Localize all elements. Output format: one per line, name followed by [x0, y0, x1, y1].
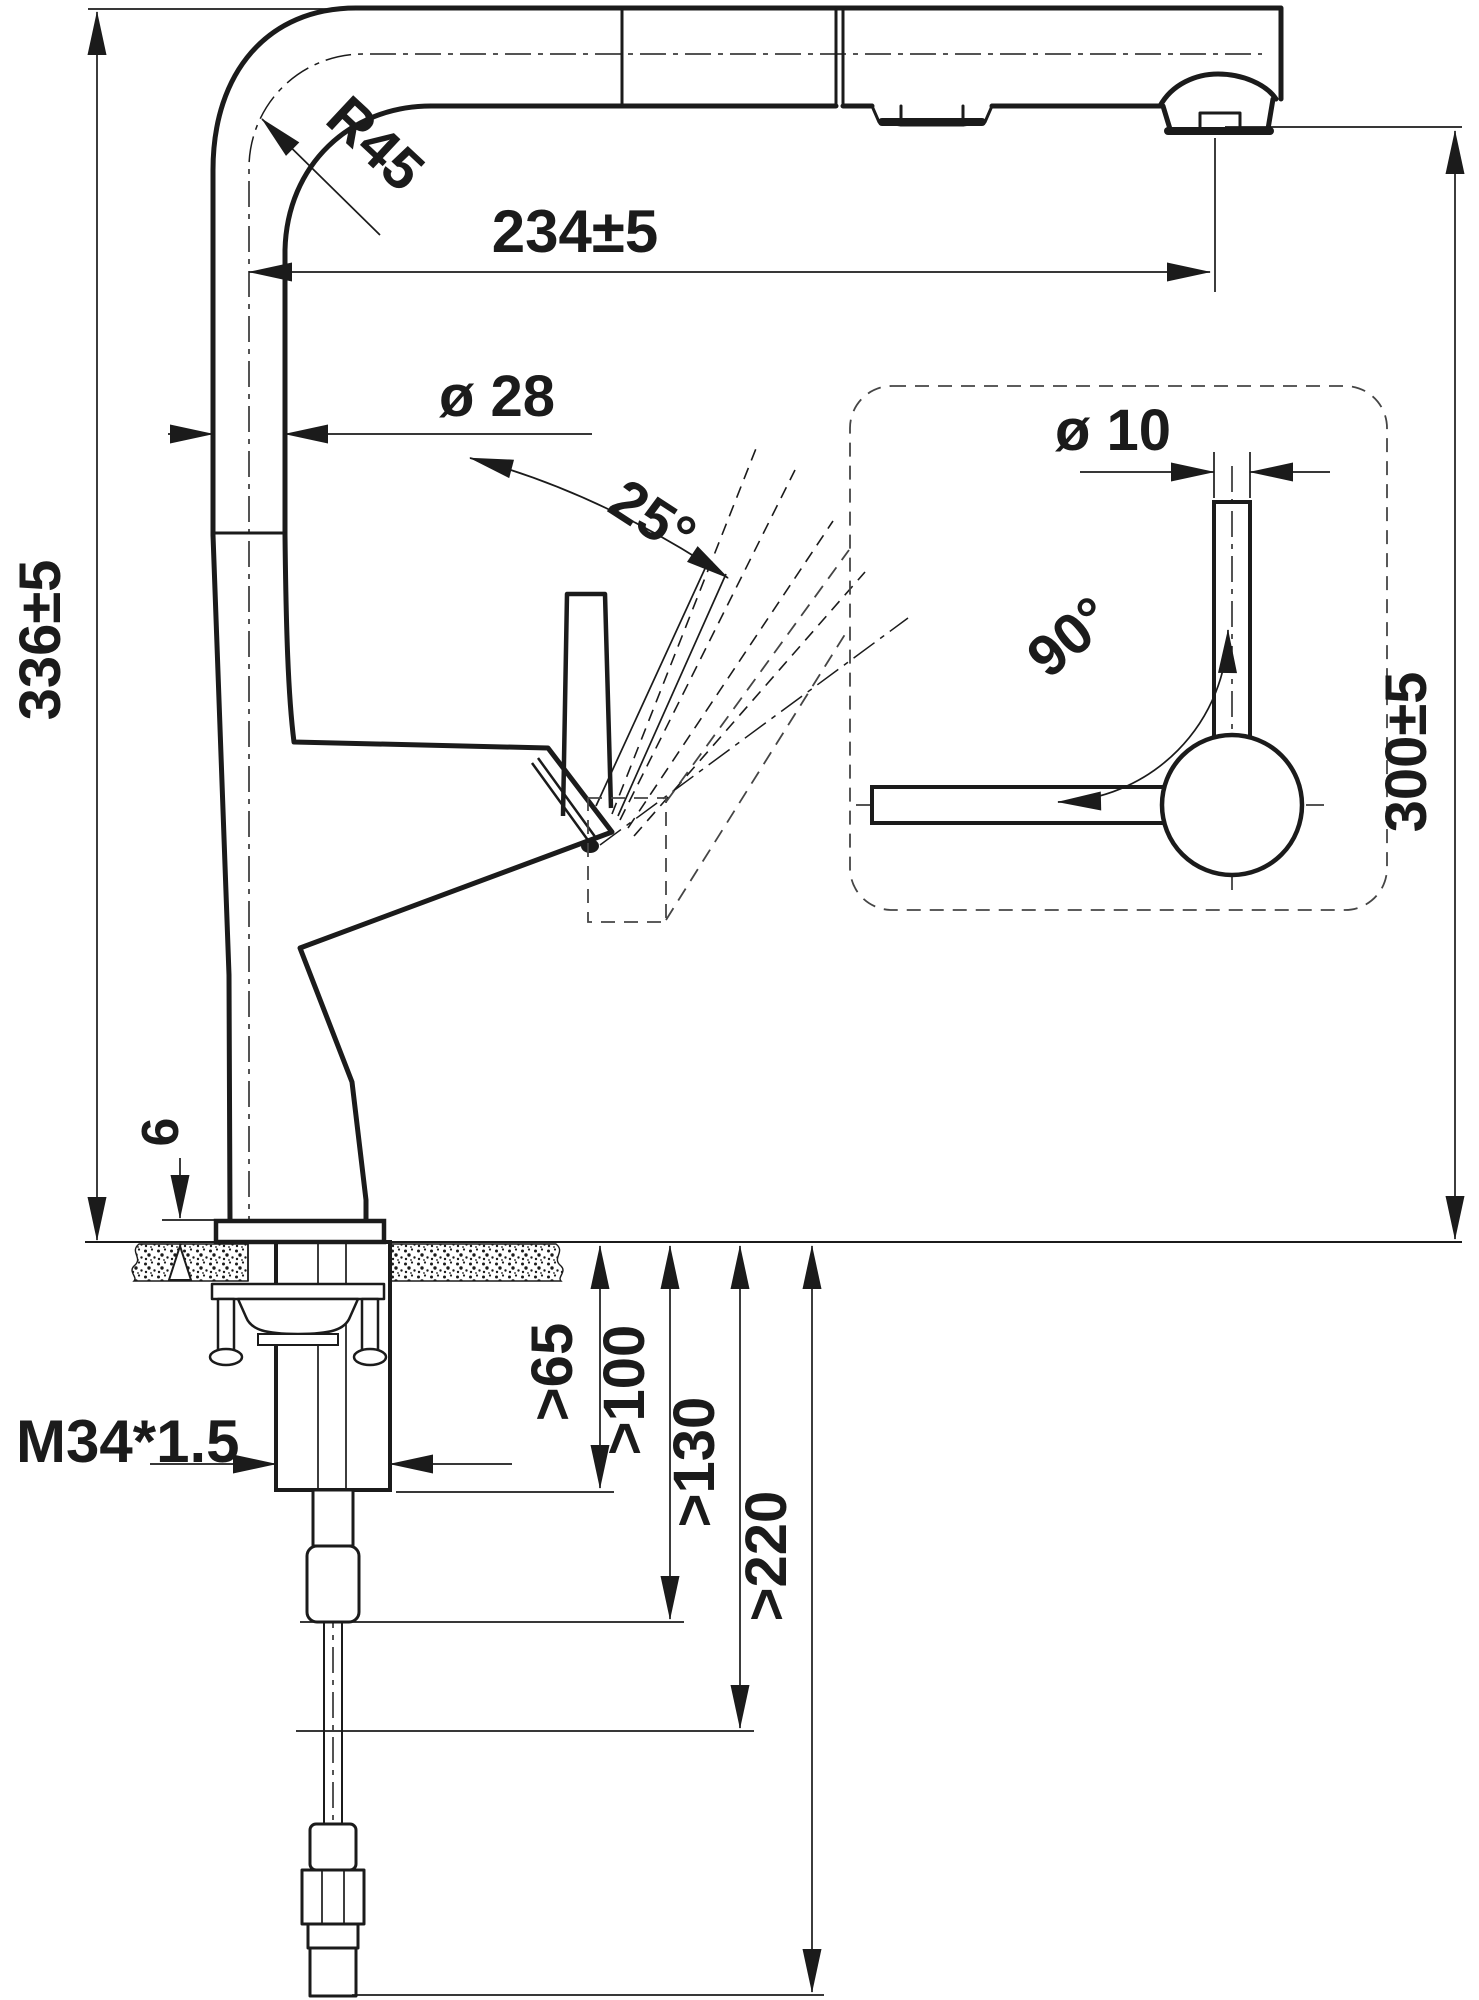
spout-inner-edge — [282, 103, 434, 538]
tilted-handle-edge — [595, 561, 709, 807]
dim-spout-reach-label: 234±5 — [492, 198, 658, 265]
dim-handle-tilt-arc — [469, 457, 729, 579]
dim-base-height-up-arrow — [167, 1242, 193, 1281]
handle-phantom-lines — [587, 445, 909, 923]
phantom-handle-line — [619, 469, 796, 821]
dim-total-height-label: 336±5 — [8, 560, 73, 721]
hose-collar — [306, 1922, 360, 1950]
mounting-stud-left — [216, 1297, 236, 1355]
mounting-nut — [236, 1297, 360, 1336]
stud-foot-left — [208, 1347, 244, 1367]
dim-clearance-65-label: >65 — [520, 1323, 585, 1421]
body-left-edge — [210, 532, 233, 1224]
mounting-nut-step — [257, 1333, 339, 1346]
aerator-sides — [1160, 96, 1276, 132]
hose-hex-nut — [300, 1868, 366, 1926]
dim-bend-radius-label: R45 — [314, 84, 436, 204]
stud-foot-right — [352, 1347, 388, 1367]
detail-view: 90° ø 10 — [849, 385, 1388, 911]
mounting-stud-right — [360, 1297, 380, 1355]
aerator-insert — [1198, 111, 1242, 133]
dim-outlet-height-label: 300±5 — [1374, 672, 1439, 833]
phantom-handle-axis — [599, 617, 909, 846]
hose-fitting — [308, 1822, 358, 1872]
pipe-and-spout-centerline — [248, 53, 1262, 1242]
phantom-handle-line — [627, 520, 834, 829]
counter-cut-left — [131, 1243, 249, 1282]
aerator-dome — [1157, 71, 1279, 109]
handle-lever-horizontal — [870, 785, 1167, 825]
dimensions: 336±5 234±5 R45 ø 28 25° 300±5 6 M34*1.5… — [8, 8, 1465, 1996]
dim-clearance-220-label: >220 — [734, 1491, 799, 1622]
dim-clearance-130-label: >130 — [662, 1397, 727, 1528]
dim-clearance-100-label: >100 — [592, 1325, 657, 1456]
mounting-hardware — [208, 1240, 392, 1998]
centerlines — [248, 53, 1262, 1994]
dim-rod-diameter-label: ø 10 — [1055, 398, 1171, 463]
phantom-handle-line — [611, 445, 758, 815]
dim-bend-radius-leader — [261, 118, 381, 236]
mounting-washer — [210, 1282, 386, 1301]
swivel-arc — [1057, 629, 1237, 811]
dim-body-diameter-label: ø 28 — [439, 364, 555, 429]
hose-guide-tube — [311, 1488, 355, 1548]
detail-leader — [665, 627, 850, 921]
tilted-handle-edge — [617, 573, 727, 817]
detail-source-box — [587, 797, 667, 923]
hose-end-coupling — [308, 1946, 358, 1998]
detail-leader — [665, 549, 850, 803]
base-plate — [213, 1218, 387, 1245]
counter-cut-right — [351, 1243, 564, 1282]
handle-pivot-dot — [581, 839, 599, 853]
hose-connector — [305, 1544, 361, 1624]
handle-hub — [1159, 732, 1305, 878]
body-right-edge-and-handle-socket — [282, 532, 615, 1224]
dim-base-height-label: 6 — [132, 1118, 190, 1147]
handle-rod — [560, 591, 614, 817]
dim-handle-swivel-label: 90° — [1015, 584, 1124, 690]
faucet-outline — [210, 5, 1284, 1245]
dim-thread-label: M34*1.5 — [16, 1408, 239, 1475]
detail-view-frame — [849, 385, 1388, 911]
counter-section — [85, 1241, 1462, 1282]
